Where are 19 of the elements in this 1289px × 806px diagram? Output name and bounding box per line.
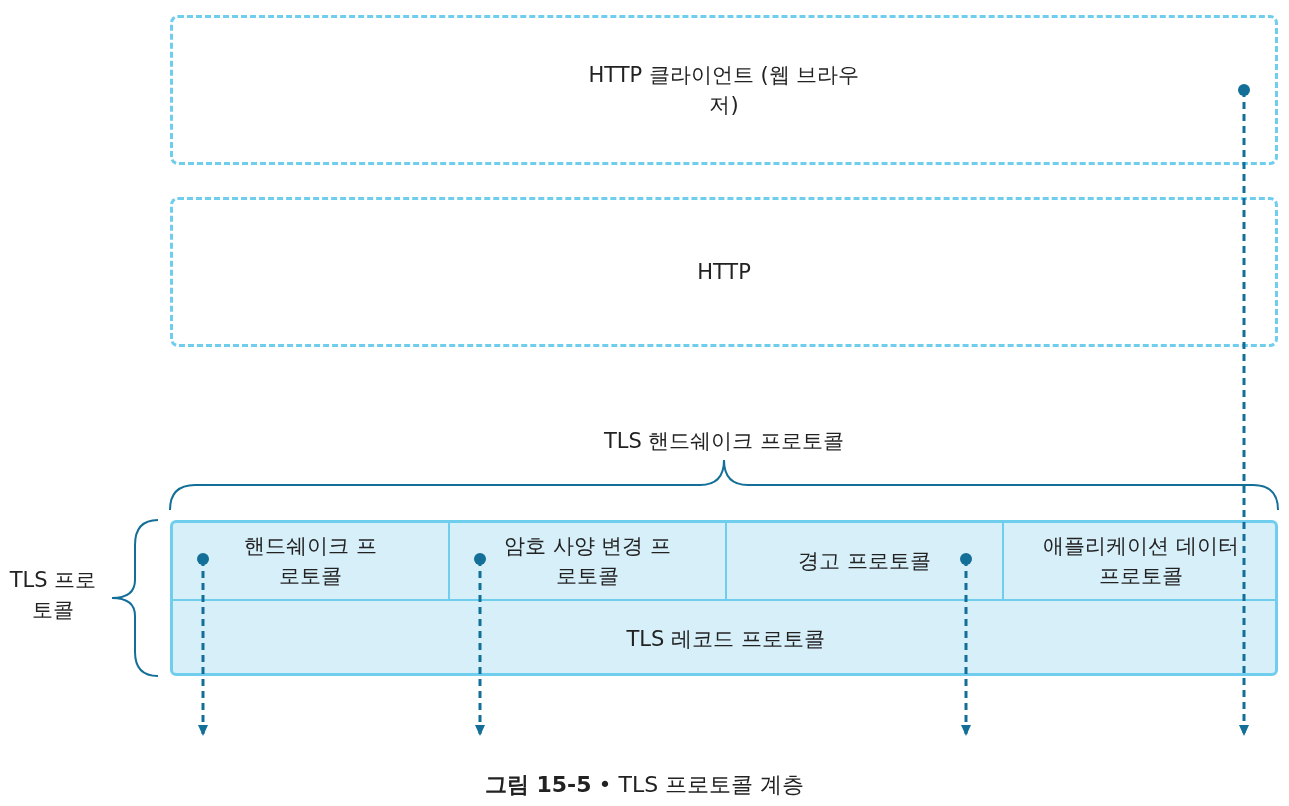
- arrow: [960, 553, 972, 736]
- layer-label: 암호 사양 변경 프로토콜: [503, 533, 672, 590]
- layer-label: HTTP: [696, 259, 752, 286]
- layer-label: TLS 레코드 프로토콜: [625, 625, 826, 653]
- layer-label: 애플리케이션 데이터 프로토콜: [1042, 533, 1240, 590]
- layer-label: 핸드쉐이크 프로토콜: [243, 533, 378, 590]
- layer-label: HTTP 클라이언트 (웹 브라우저): [587, 62, 861, 119]
- protocol-box: [173, 523, 450, 601]
- figure-caption: 그림 15-5 • TLS 프로토콜 계층: [484, 772, 805, 797]
- protocol-box: [450, 523, 727, 601]
- brace-label: TLS 핸드쉐이크 프로토콜: [602, 428, 846, 455]
- protocol-box: [727, 523, 1004, 601]
- layer-label: 경고 프로토콜: [797, 548, 932, 575]
- arrow: [474, 553, 486, 736]
- arrow: [197, 553, 209, 736]
- layer-box: [170, 197, 1278, 347]
- group-label: TLS 프로토콜: [8, 567, 98, 624]
- arrow: [1238, 84, 1250, 736]
- layer-box: [170, 15, 1278, 165]
